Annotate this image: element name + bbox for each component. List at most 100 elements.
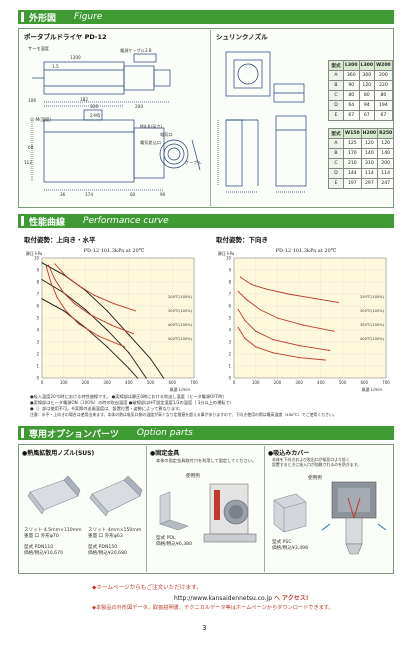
y-tick-label: 9 <box>228 267 231 272</box>
data-point <box>56 297 58 299</box>
cover-photo <box>273 493 307 533</box>
data-point <box>41 262 43 264</box>
data-point <box>73 303 76 305</box>
y-tick-label: 8 <box>228 279 231 284</box>
table2-cell: 140 <box>360 148 379 159</box>
perf-note-4: 注意：水平・上向きの場合は使用出来ます。本体の熱は吸気口側の温度が高くなり定格値… <box>30 412 337 417</box>
y-axis-label: 静圧 kPa <box>26 250 43 256</box>
data-point <box>298 345 300 347</box>
label-thermal: サーモ温度 <box>28 46 49 51</box>
data-point <box>106 346 108 348</box>
data-point <box>128 334 130 336</box>
cover-desc: 本体を下向きおよび吹出口が吸気口より低く 設置するときに吸入口が加熱されるのを防… <box>272 457 361 468</box>
table1-cell: 360 <box>343 70 360 81</box>
note-hole: 穴-M(温度) <box>30 117 51 122</box>
page-number: 3 <box>202 624 207 632</box>
data-point <box>63 310 65 312</box>
data-point <box>272 339 274 341</box>
table2-cell: 310 <box>360 158 379 169</box>
data-point <box>250 283 252 285</box>
table1-cell: 67 <box>374 110 393 121</box>
table2-cell: 125 <box>343 138 362 149</box>
y-tick-label: 4 <box>36 327 39 332</box>
x-tick-label: 500 <box>339 380 347 385</box>
data-point <box>63 292 65 294</box>
footer-url[interactable]: http://www.kansaidennetsu.co.jp <box>174 595 273 602</box>
table1-cell: C <box>328 90 344 101</box>
section-title-en: Figure <box>74 12 103 22</box>
y-tick-label: 10 <box>34 255 40 260</box>
dim-174: 174 <box>85 192 93 197</box>
x-tick-label: 400 <box>125 380 133 385</box>
table1-cell: A <box>328 70 344 81</box>
section-title-en: Performance curve <box>83 216 169 226</box>
option-nozzle-title: ●熱風拡散用ノズル(SUS) <box>22 450 95 457</box>
label-cord: 電源ケーブル3.8 <box>120 48 152 53</box>
data-point <box>149 358 152 360</box>
data-point <box>110 324 113 326</box>
data-point <box>50 281 52 283</box>
header-bar <box>21 216 24 226</box>
table2-cell: 247 <box>377 178 395 189</box>
dim-1-5: 1.5 <box>52 64 59 69</box>
y-tick-label: 10 <box>226 255 232 260</box>
data-point <box>237 291 239 293</box>
section-header-options: 専用オプションパーツ Option parts <box>18 426 394 440</box>
x-tick-label: 700 <box>382 380 390 385</box>
section-title-jp: 専用オプションパーツ <box>29 429 119 440</box>
footer-url-line: http://www.kansaidennetsu.co.jp へ アクセス! <box>174 593 308 602</box>
data-point <box>328 349 331 351</box>
table2-cell: 114 <box>377 168 395 179</box>
dim-112: 112 <box>24 160 32 165</box>
data-point <box>106 310 108 312</box>
dim-106: 106 <box>28 98 36 103</box>
data-point <box>315 298 318 300</box>
data-point <box>145 377 147 379</box>
dryer-drawing <box>31 53 201 191</box>
dim-310: 310 <box>90 104 98 109</box>
data-point <box>337 301 339 303</box>
figure-divider <box>210 30 211 206</box>
table2-header: H200 <box>360 128 379 139</box>
table2-cell: 170 <box>343 148 362 159</box>
data-point <box>65 310 67 312</box>
x-tick-label: 500 <box>147 380 155 385</box>
table2-cell: B <box>328 148 344 159</box>
y-tick-label: 2 <box>36 351 39 356</box>
series-line <box>237 291 334 332</box>
data-point <box>302 324 305 326</box>
table2-cell: 210 <box>343 158 362 169</box>
data-point <box>132 333 134 335</box>
x-tick-label: 0 <box>233 380 236 385</box>
table1-cell: 64 <box>343 100 360 111</box>
bracket-usage-label: 使用例 <box>186 474 200 479</box>
x-tick-label: 700 <box>190 380 198 385</box>
chart-title: PD-12 101.3kPa at 20℃ <box>276 248 337 254</box>
table1-cell: 80 <box>343 90 360 101</box>
table1-cell: 90 <box>343 80 360 91</box>
table1-header: 型式 <box>328 60 344 71</box>
data-point <box>128 367 130 369</box>
x-tick-label: 200 <box>82 380 90 385</box>
nozzle-drawing <box>217 51 307 193</box>
chart-right-subtitle: 取付姿勢：下向き <box>216 236 268 244</box>
data-point <box>246 299 248 301</box>
series-line <box>240 276 339 303</box>
data-point <box>259 309 261 311</box>
data-point <box>47 264 50 266</box>
bracket-photo <box>159 491 189 530</box>
series-line <box>237 327 326 361</box>
data-point <box>237 327 239 329</box>
table1-header: L300 <box>358 60 376 71</box>
x-axis-label: 風量 L/min <box>362 386 383 392</box>
nozzle-drawing-title: シュリンクノズル <box>216 33 268 41</box>
table1-cell: E <box>328 110 344 121</box>
nozzle-2-spec: スリット 4mm×150mm 重量 口 外形φ63 型式 PDN150 価格/税… <box>88 528 141 558</box>
data-point <box>244 319 246 321</box>
table2-cell: E <box>328 178 344 189</box>
section-title-jp: 性能曲線 <box>29 217 66 228</box>
section-title-jp: 外形図 <box>29 13 57 24</box>
data-point <box>287 293 289 295</box>
